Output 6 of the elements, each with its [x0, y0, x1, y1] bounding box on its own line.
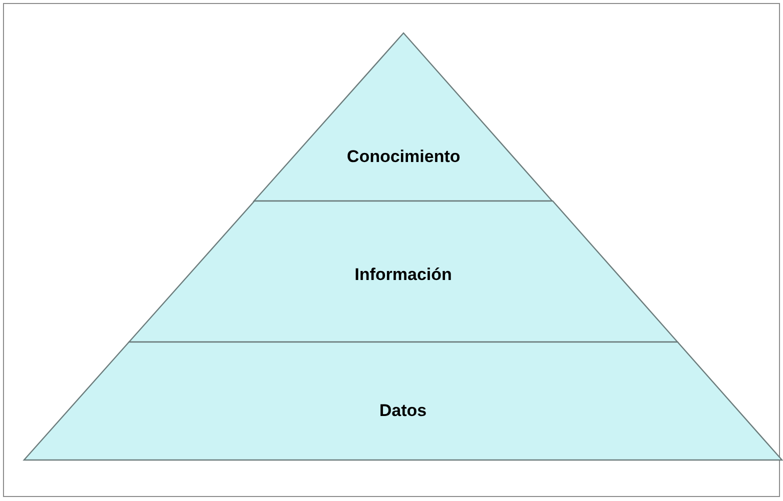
tier-label: Datos [379, 401, 427, 421]
pyramid-tier [24, 342, 782, 460]
tier-label: Información [354, 265, 452, 285]
pyramid-top-tier [254, 33, 553, 201]
pyramid-tier [129, 201, 678, 342]
tier-label: Conocimiento [346, 147, 460, 167]
